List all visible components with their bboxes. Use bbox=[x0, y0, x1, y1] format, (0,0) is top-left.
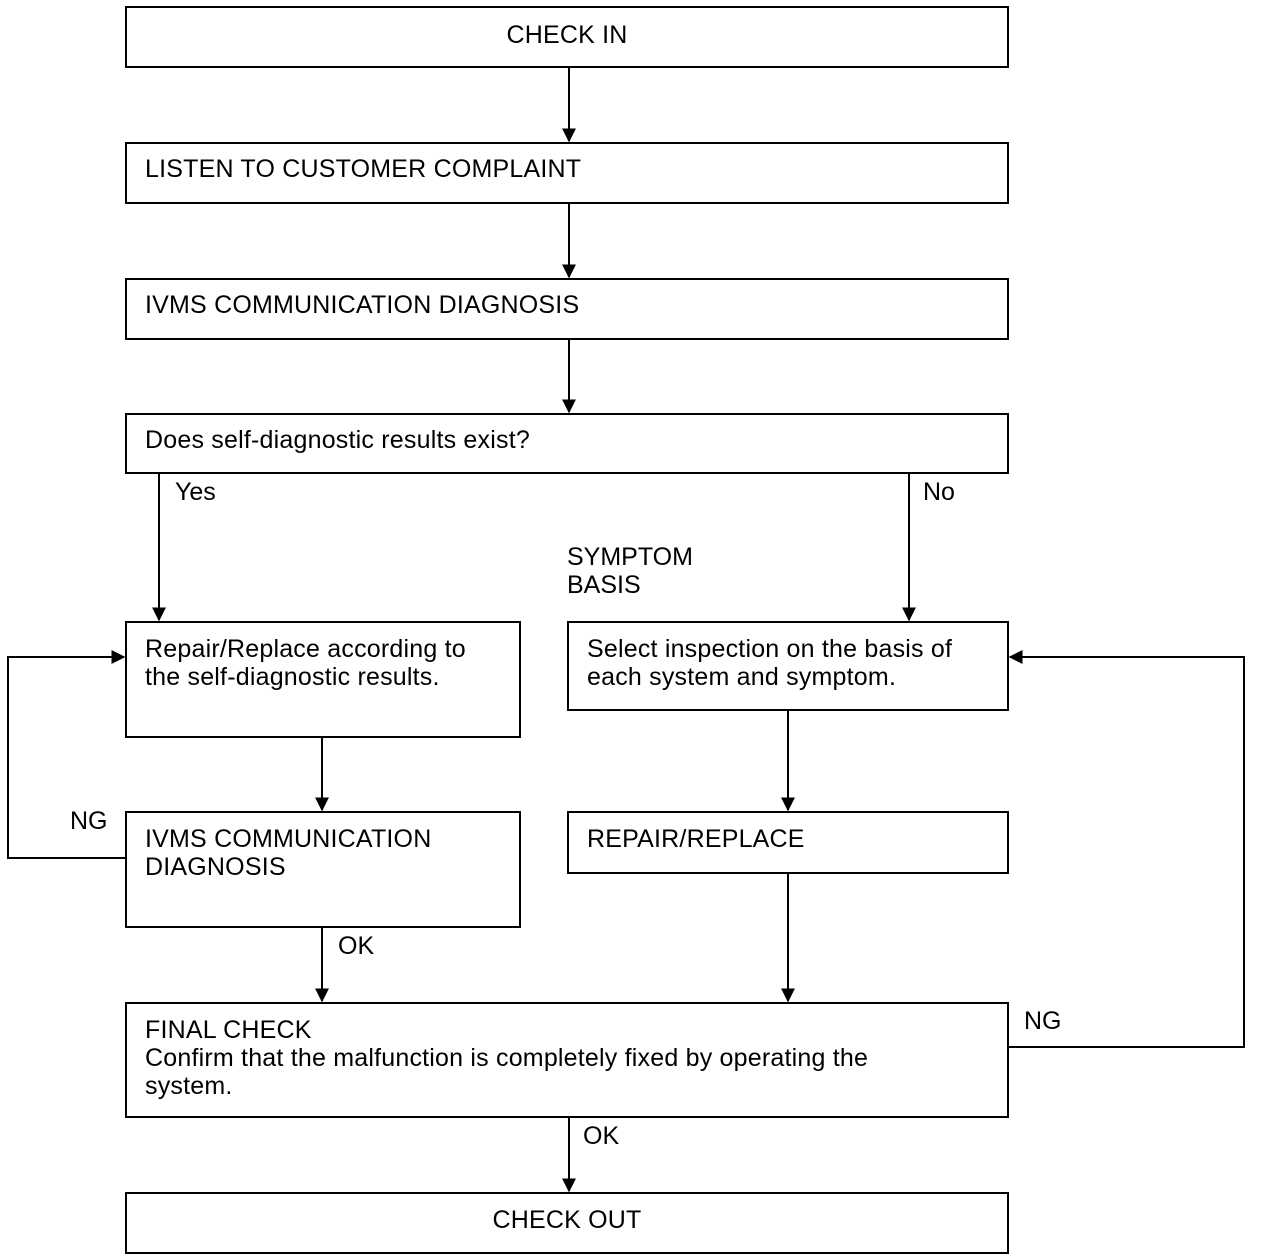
ivms-diagnosis-text: IVMS COMMUNICATION DIAGNOSIS bbox=[145, 291, 580, 319]
loop-ng-left bbox=[7, 650, 126, 859]
check-in-text: CHECK IN bbox=[506, 21, 628, 49]
label-yes: Yes bbox=[175, 478, 216, 506]
check-in-box: CHECK IN bbox=[125, 6, 1009, 68]
label-ok-left: OK bbox=[338, 932, 375, 960]
repair-replace-box: REPAIR/REPLACE bbox=[567, 811, 1009, 874]
label-ok-bottom: OK bbox=[583, 1122, 620, 1150]
ivms-diagnosis-box: IVMS COMMUNICATION DIAGNOSIS bbox=[125, 278, 1009, 340]
label-no: No bbox=[923, 478, 955, 506]
repair-self-diag-box: Repair/Replace according to the self-dia… bbox=[125, 621, 521, 738]
question-text: Does self-diagnostic results exist? bbox=[145, 426, 530, 454]
final-check-body: Confirm that the malfunction is complete… bbox=[145, 1044, 869, 1100]
repair-self-diag-text: Repair/Replace according to the self-dia… bbox=[145, 635, 466, 691]
select-inspection-text: Select inspection on the basis of each s… bbox=[587, 635, 953, 691]
loop-ng-right bbox=[1008, 650, 1245, 1048]
label-ng-left: NG bbox=[70, 807, 108, 835]
ivms-diagnosis-2-box: IVMS COMMUNICATION DIAGNOSIS bbox=[125, 811, 521, 928]
listen-box: LISTEN TO CUSTOMER COMPLAINT bbox=[125, 142, 1009, 204]
final-check-box: FINAL CHECK Confirm that the malfunction… bbox=[125, 1002, 1009, 1118]
label-symptom-basis: SYMPTOM BASIS bbox=[567, 543, 693, 599]
listen-text: LISTEN TO CUSTOMER COMPLAINT bbox=[145, 155, 582, 183]
question-box: Does self-diagnostic results exist? bbox=[125, 413, 1009, 474]
ivms-diagnosis-2-text: IVMS COMMUNICATION DIAGNOSIS bbox=[145, 825, 432, 881]
check-out-box: CHECK OUT bbox=[125, 1192, 1009, 1254]
label-ng-right: NG bbox=[1024, 1007, 1062, 1035]
select-inspection-box: Select inspection on the basis of each s… bbox=[567, 621, 1009, 711]
repair-replace-text: REPAIR/REPLACE bbox=[587, 825, 805, 853]
check-out-text: CHECK OUT bbox=[492, 1206, 642, 1234]
final-check-title: FINAL CHECK bbox=[145, 1016, 312, 1044]
